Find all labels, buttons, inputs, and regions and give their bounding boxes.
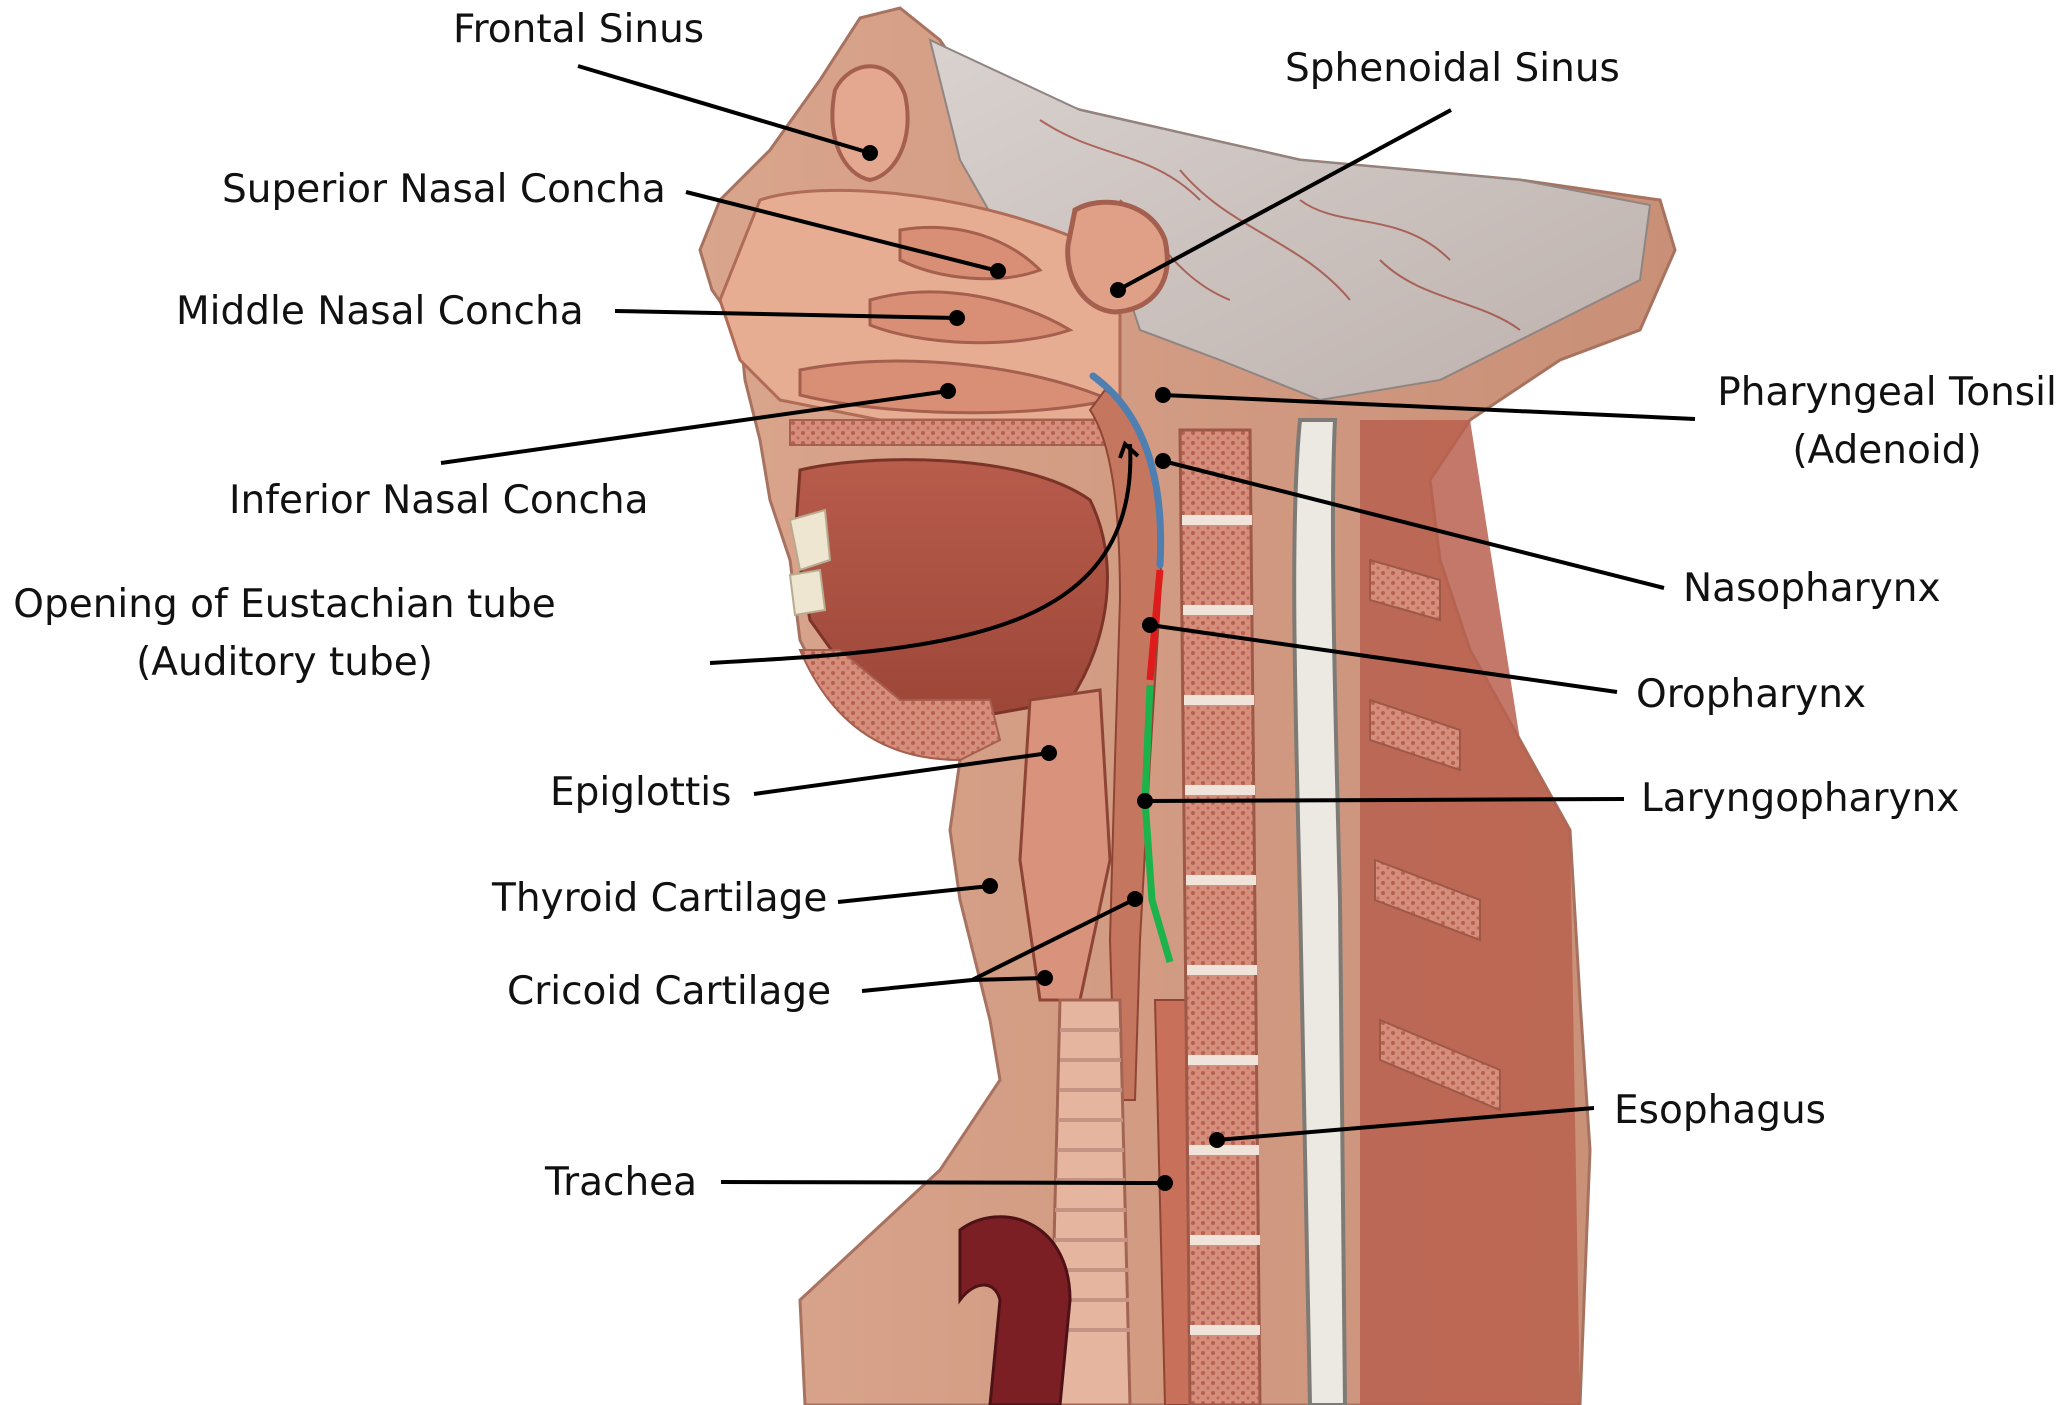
leader-cricoid-cartilage [862, 899, 1135, 991]
leader-eustachian-tube [710, 444, 1130, 663]
label-trachea: Trachea [545, 1154, 697, 1212]
leader-esophagus [1217, 1108, 1594, 1140]
label-eustachian-line2: (Auditory tube) [12, 634, 557, 692]
dot-esophagus [1209, 1132, 1225, 1148]
label-frontal-sinus: Frontal Sinus [453, 1, 704, 59]
leader-middle-concha [615, 311, 957, 318]
dot-epiglottis [1041, 745, 1057, 761]
dot-superior-concha [990, 263, 1006, 279]
label-eustachian-tube: Opening of Eustachian tube (Auditory tub… [12, 576, 557, 692]
dot-nasopharynx [1155, 453, 1171, 469]
label-pharyngeal-tonsil-line1: Pharyngeal Tonsil [1717, 364, 2057, 422]
dot-sphenoidal-sinus [1110, 282, 1126, 298]
leader-inferior-concha [441, 391, 948, 463]
leader-epiglottis [754, 753, 1049, 794]
leader-sphenoidal-sinus [1118, 110, 1451, 290]
label-cricoid-cartilage: Cricoid Cartilage [507, 963, 831, 1021]
label-eustachian-line1: Opening of Eustachian tube [12, 576, 557, 634]
label-thyroid-cartilage: Thyroid Cartilage [492, 870, 827, 928]
dot-trachea [1157, 1175, 1173, 1191]
dot-frontal-sinus [862, 145, 878, 161]
label-laryngopharynx: Laryngopharynx [1641, 770, 1959, 828]
leader-thyroid-cartilage [838, 886, 990, 902]
leader-nasopharynx [1163, 461, 1664, 588]
dot-cricoid-upper [1127, 891, 1143, 907]
dot-oropharynx [1142, 617, 1158, 633]
leader-superior-concha [686, 192, 998, 271]
leader-pharyngeal-tonsil [1163, 395, 1695, 419]
label-sphenoidal-sinus: Sphenoidal Sinus [1285, 40, 1620, 98]
dot-thyroid-cartilage [982, 878, 998, 894]
leader-frontal-sinus [578, 66, 870, 153]
label-oropharynx: Oropharynx [1636, 666, 1866, 724]
leader-trachea [721, 1182, 1165, 1183]
dot-pharyngeal-tonsil [1155, 387, 1171, 403]
leader-oropharynx [1150, 625, 1617, 692]
label-middle-nasal-concha: Middle Nasal Concha [176, 283, 584, 341]
label-esophagus: Esophagus [1614, 1082, 1826, 1140]
label-superior-nasal-concha: Superior Nasal Concha [222, 161, 666, 219]
dot-cricoid-lower [1037, 970, 1053, 986]
label-pharyngeal-tonsil: Pharyngeal Tonsil (Adenoid) [1717, 364, 2057, 480]
dot-inferior-concha [940, 383, 956, 399]
leader-laryngopharynx [1145, 799, 1624, 801]
label-pharyngeal-tonsil-line2: (Adenoid) [1717, 422, 2057, 480]
label-epiglottis: Epiglottis [550, 764, 731, 822]
dot-middle-concha [949, 310, 965, 326]
label-nasopharynx: Nasopharynx [1683, 560, 1941, 618]
label-inferior-nasal-concha: Inferior Nasal Concha [229, 472, 649, 530]
dot-laryngopharynx [1137, 793, 1153, 809]
